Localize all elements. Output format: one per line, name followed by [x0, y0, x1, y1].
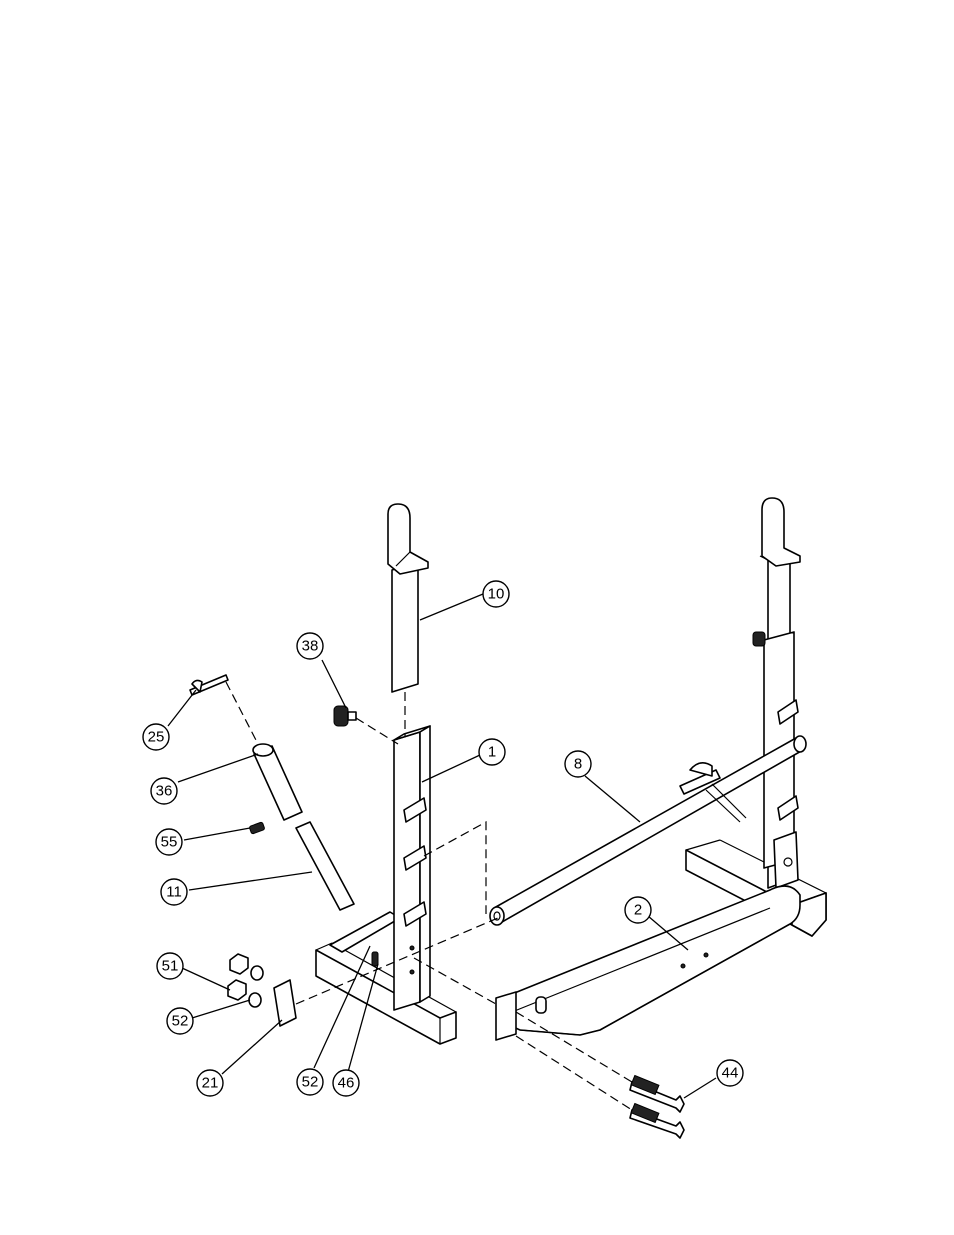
svg-text:46: 46: [338, 1075, 355, 1092]
svg-text:11: 11: [166, 884, 182, 901]
svg-text:44: 44: [722, 1065, 739, 1082]
svg-text:2: 2: [634, 902, 642, 919]
svg-text:21: 21: [202, 1075, 219, 1092]
callout-52-bottom: 52: [297, 1069, 323, 1095]
callout-55: 55: [156, 829, 182, 855]
svg-text:25: 25: [148, 729, 165, 746]
svg-text:36: 36: [156, 783, 173, 800]
svg-text:8: 8: [574, 756, 582, 773]
callout-51: 51: [157, 953, 183, 979]
callout-25: 25: [143, 724, 169, 750]
svg-text:52: 52: [302, 1074, 319, 1091]
right-upright: [686, 498, 826, 936]
svg-text:51: 51: [162, 958, 179, 975]
svg-text:10: 10: [488, 586, 505, 603]
callout-8: 8: [565, 751, 591, 777]
callout-52-left: 52: [167, 1008, 193, 1034]
callout-11: 11: [161, 879, 187, 905]
pad-holder-parts: [190, 675, 354, 910]
callout-38: 38: [297, 633, 323, 659]
svg-text:52: 52: [172, 1013, 189, 1030]
callout-46: 46: [333, 1070, 359, 1096]
svg-text:38: 38: [302, 638, 319, 655]
svg-text:55: 55: [161, 834, 178, 851]
callout-2: 2: [625, 897, 651, 923]
callout-44: 44: [717, 1060, 743, 1086]
callout-36: 36: [151, 778, 177, 804]
callout-1: 1: [479, 739, 505, 765]
callout-21: 21: [197, 1070, 223, 1096]
top-sleeve-part-10: [388, 504, 428, 692]
hardware-parts: [228, 706, 684, 1138]
callout-10: 10: [483, 581, 509, 607]
svg-text:1: 1: [488, 744, 496, 761]
